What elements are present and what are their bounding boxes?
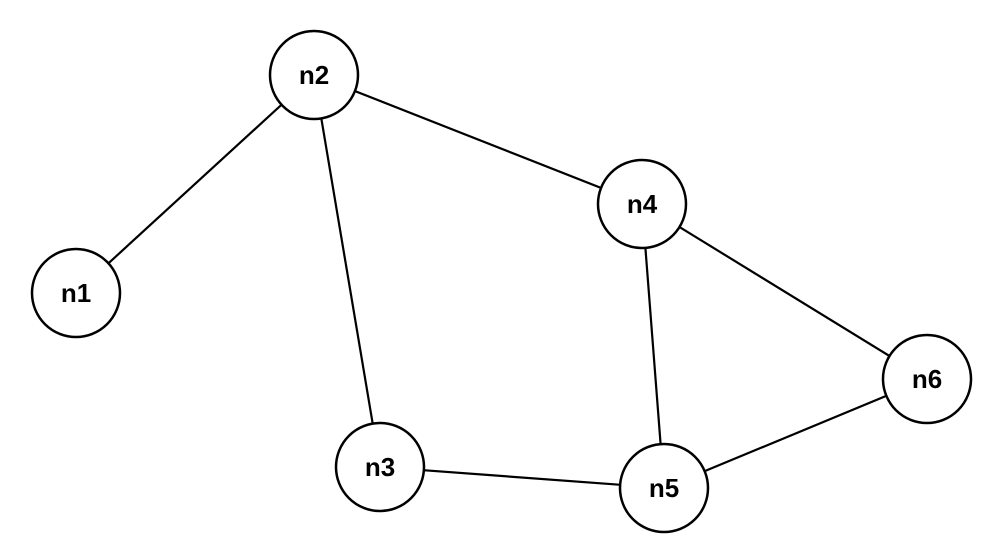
node-n6: n6 [881,333,973,425]
node-n3: n3 [334,421,426,513]
edge-n5-n6 [663,377,928,490]
node-label-n2: n2 [299,60,329,90]
edge-n4-n6 [641,203,928,380]
node-circle-n6 [881,333,973,425]
node-label-n6: n6 [912,364,942,394]
node-label-n5: n5 [649,473,679,503]
node-n4: n4 [596,158,688,250]
node-n2: n2 [268,29,360,121]
node-label-n1: n1 [61,278,91,308]
edge-n1-n2 [75,74,315,294]
edge-n3-n5 [379,465,665,490]
node-circle-n2 [268,29,360,121]
node-n1: n1 [30,247,122,339]
node-label-n4: n4 [627,189,658,219]
node-label-n3: n3 [365,452,395,482]
node-circle-n3 [334,421,426,513]
edge-n4-n5 [640,203,666,489]
node-circle-n4 [596,158,688,250]
edge-n2-n3 [312,74,382,468]
node-circle-n5 [618,442,710,534]
node-circle-n1 [30,247,122,339]
edge-n2-n4 [313,73,643,206]
node-n5: n5 [618,442,710,534]
